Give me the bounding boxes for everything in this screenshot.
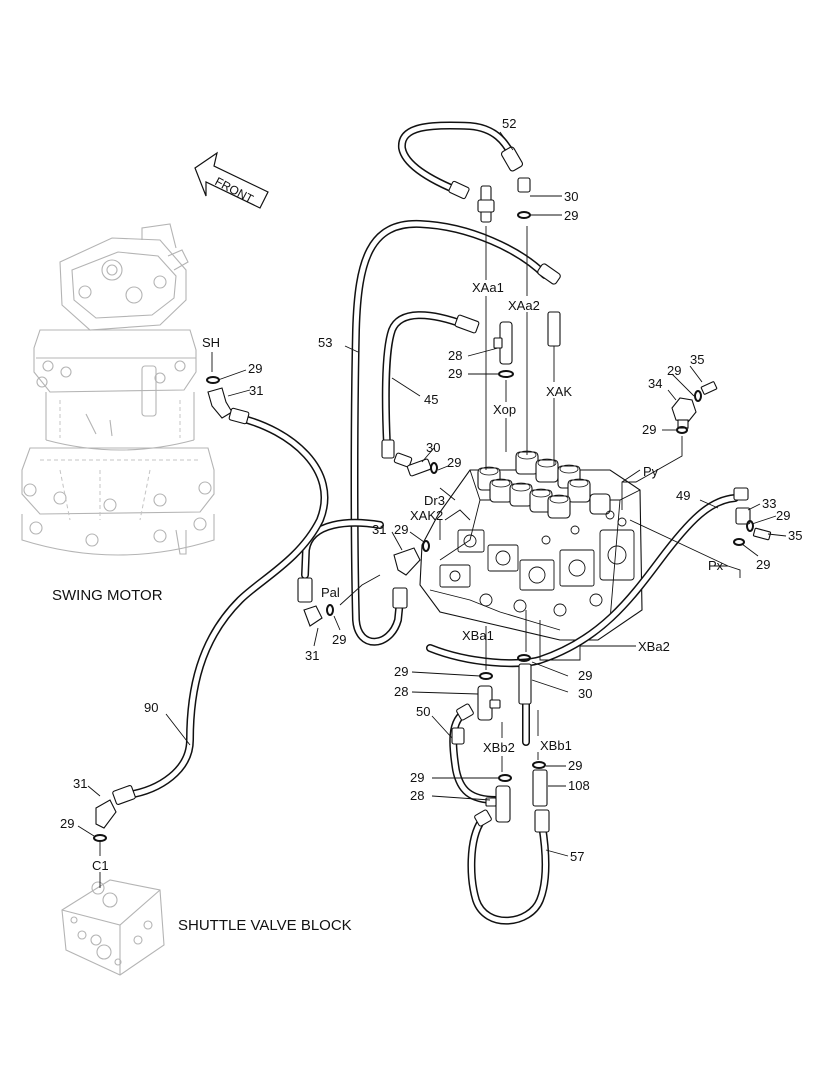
part-number-29: 29 xyxy=(568,758,582,773)
part-number-49: 49 xyxy=(676,488,690,503)
part-number-28: 28 xyxy=(394,684,408,699)
port-label-xbb1: XBb1 xyxy=(540,738,572,753)
part-number-35: 35 xyxy=(788,528,802,543)
part-number-53: 53 xyxy=(318,335,332,350)
part-number-29: 29 xyxy=(332,632,346,647)
part-number-29: 29 xyxy=(248,361,262,376)
part-number-29: 29 xyxy=(756,557,770,572)
part-number-31: 31 xyxy=(372,522,386,537)
part-number-29: 29 xyxy=(394,522,408,537)
part-number-29: 29 xyxy=(642,422,656,437)
part-number-29: 29 xyxy=(410,770,424,785)
port-label-sh: SH xyxy=(202,335,220,350)
port-labels: SH Pal C1 XAa1 XAa2 XAK Xop Dr3 XAK2 Py … xyxy=(92,280,724,873)
o-rings xyxy=(93,211,754,842)
part-number-29: 29 xyxy=(394,664,408,679)
part-number-57: 57 xyxy=(570,849,584,864)
port-label-xbb2: XBb2 xyxy=(483,740,515,755)
part-number-52: 52 xyxy=(502,116,516,131)
part-number-30: 30 xyxy=(564,189,578,204)
part-number-29: 29 xyxy=(667,363,681,378)
port-label-xaa1: XAa1 xyxy=(472,280,504,295)
fittings xyxy=(95,146,772,833)
swing-motor-illustration xyxy=(21,223,215,556)
part-number-34: 34 xyxy=(648,376,662,391)
part-number-33: 33 xyxy=(762,496,776,511)
part-numbers: 52 30 29 53 28 29 45 35 34 29 29 30 29 2… xyxy=(60,116,802,864)
port-label-xak: XAK xyxy=(546,384,572,399)
port-label-py: Py xyxy=(643,464,659,479)
part-number-29: 29 xyxy=(564,208,578,223)
part-number-29: 29 xyxy=(448,366,462,381)
port-label-xba2: XBa2 xyxy=(638,639,670,654)
port-label-c1: C1 xyxy=(92,858,109,873)
part-number-28: 28 xyxy=(448,348,462,363)
port-label-dr3: Dr3 xyxy=(424,493,445,508)
part-number-29: 29 xyxy=(60,816,74,831)
shuttle-valve-block-caption: SHUTTLE VALVE BLOCK xyxy=(178,917,352,934)
part-number-50: 50 xyxy=(416,704,430,719)
part-number-90: 90 xyxy=(144,700,158,715)
part-number-31: 31 xyxy=(305,648,319,663)
hoses xyxy=(124,121,739,925)
front-direction-arrow: FRONT xyxy=(194,151,269,209)
shuttle-valve-block-illustration xyxy=(61,879,165,976)
port-label-xak2: XAK2 xyxy=(410,508,443,523)
port-label-xaa2: XAa2 xyxy=(508,298,540,313)
port-label-xba1: XBa1 xyxy=(462,628,494,643)
part-number-30: 30 xyxy=(578,686,592,701)
control-valve-block xyxy=(419,450,643,641)
part-number-29: 29 xyxy=(578,668,592,683)
part-number-30: 30 xyxy=(426,440,440,455)
part-number-108: 108 xyxy=(568,778,590,793)
part-number-31: 31 xyxy=(249,383,263,398)
port-label-px: Px xyxy=(708,558,724,573)
part-number-45: 45 xyxy=(424,392,438,407)
port-label-xop: Xop xyxy=(493,402,516,417)
part-number-28: 28 xyxy=(410,788,424,803)
leader-lines xyxy=(77,131,787,888)
part-number-31: 31 xyxy=(73,776,87,791)
part-number-29: 29 xyxy=(447,455,461,470)
port-label-pal: Pal xyxy=(321,585,340,600)
part-number-35: 35 xyxy=(690,352,704,367)
part-number-29: 29 xyxy=(776,508,790,523)
swing-motor-caption: SWING MOTOR xyxy=(52,587,163,604)
